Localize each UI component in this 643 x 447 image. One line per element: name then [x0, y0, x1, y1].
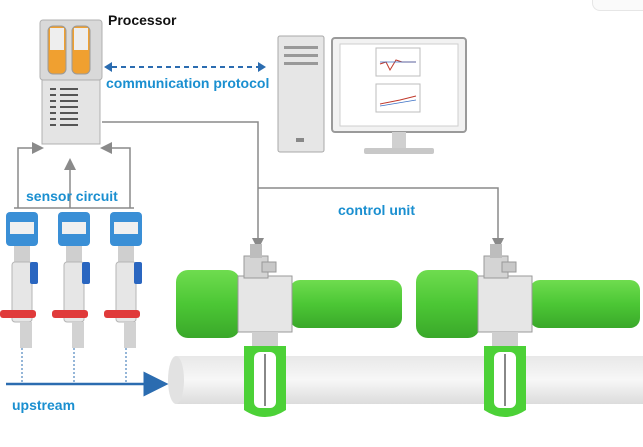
control-unit-label: control unit: [338, 202, 415, 218]
communication-link: [104, 62, 266, 72]
pressure-transmitter-icon: [0, 212, 38, 348]
pressure-transmitter-icon: [104, 212, 142, 348]
sensor-circuit-label: sensor circuit: [26, 188, 118, 204]
plc-processor-icon: [39, 19, 103, 145]
upstream-label: upstream: [12, 397, 76, 413]
pipe-icon: [168, 356, 643, 404]
processor-label: Processor: [108, 12, 177, 28]
signal-wiring: [14, 121, 504, 250]
butterfly-valve-actuator-icon: [416, 244, 640, 417]
pressure-transmitter-icon: [52, 212, 90, 348]
window-corner-panel: [592, 0, 643, 11]
pressure-transmitters: [0, 212, 142, 384]
communication-protocol-label: communication protocol: [106, 75, 270, 91]
butterfly-valve-actuator-icon: [176, 244, 402, 417]
desktop-computer-icon: [277, 35, 467, 154]
